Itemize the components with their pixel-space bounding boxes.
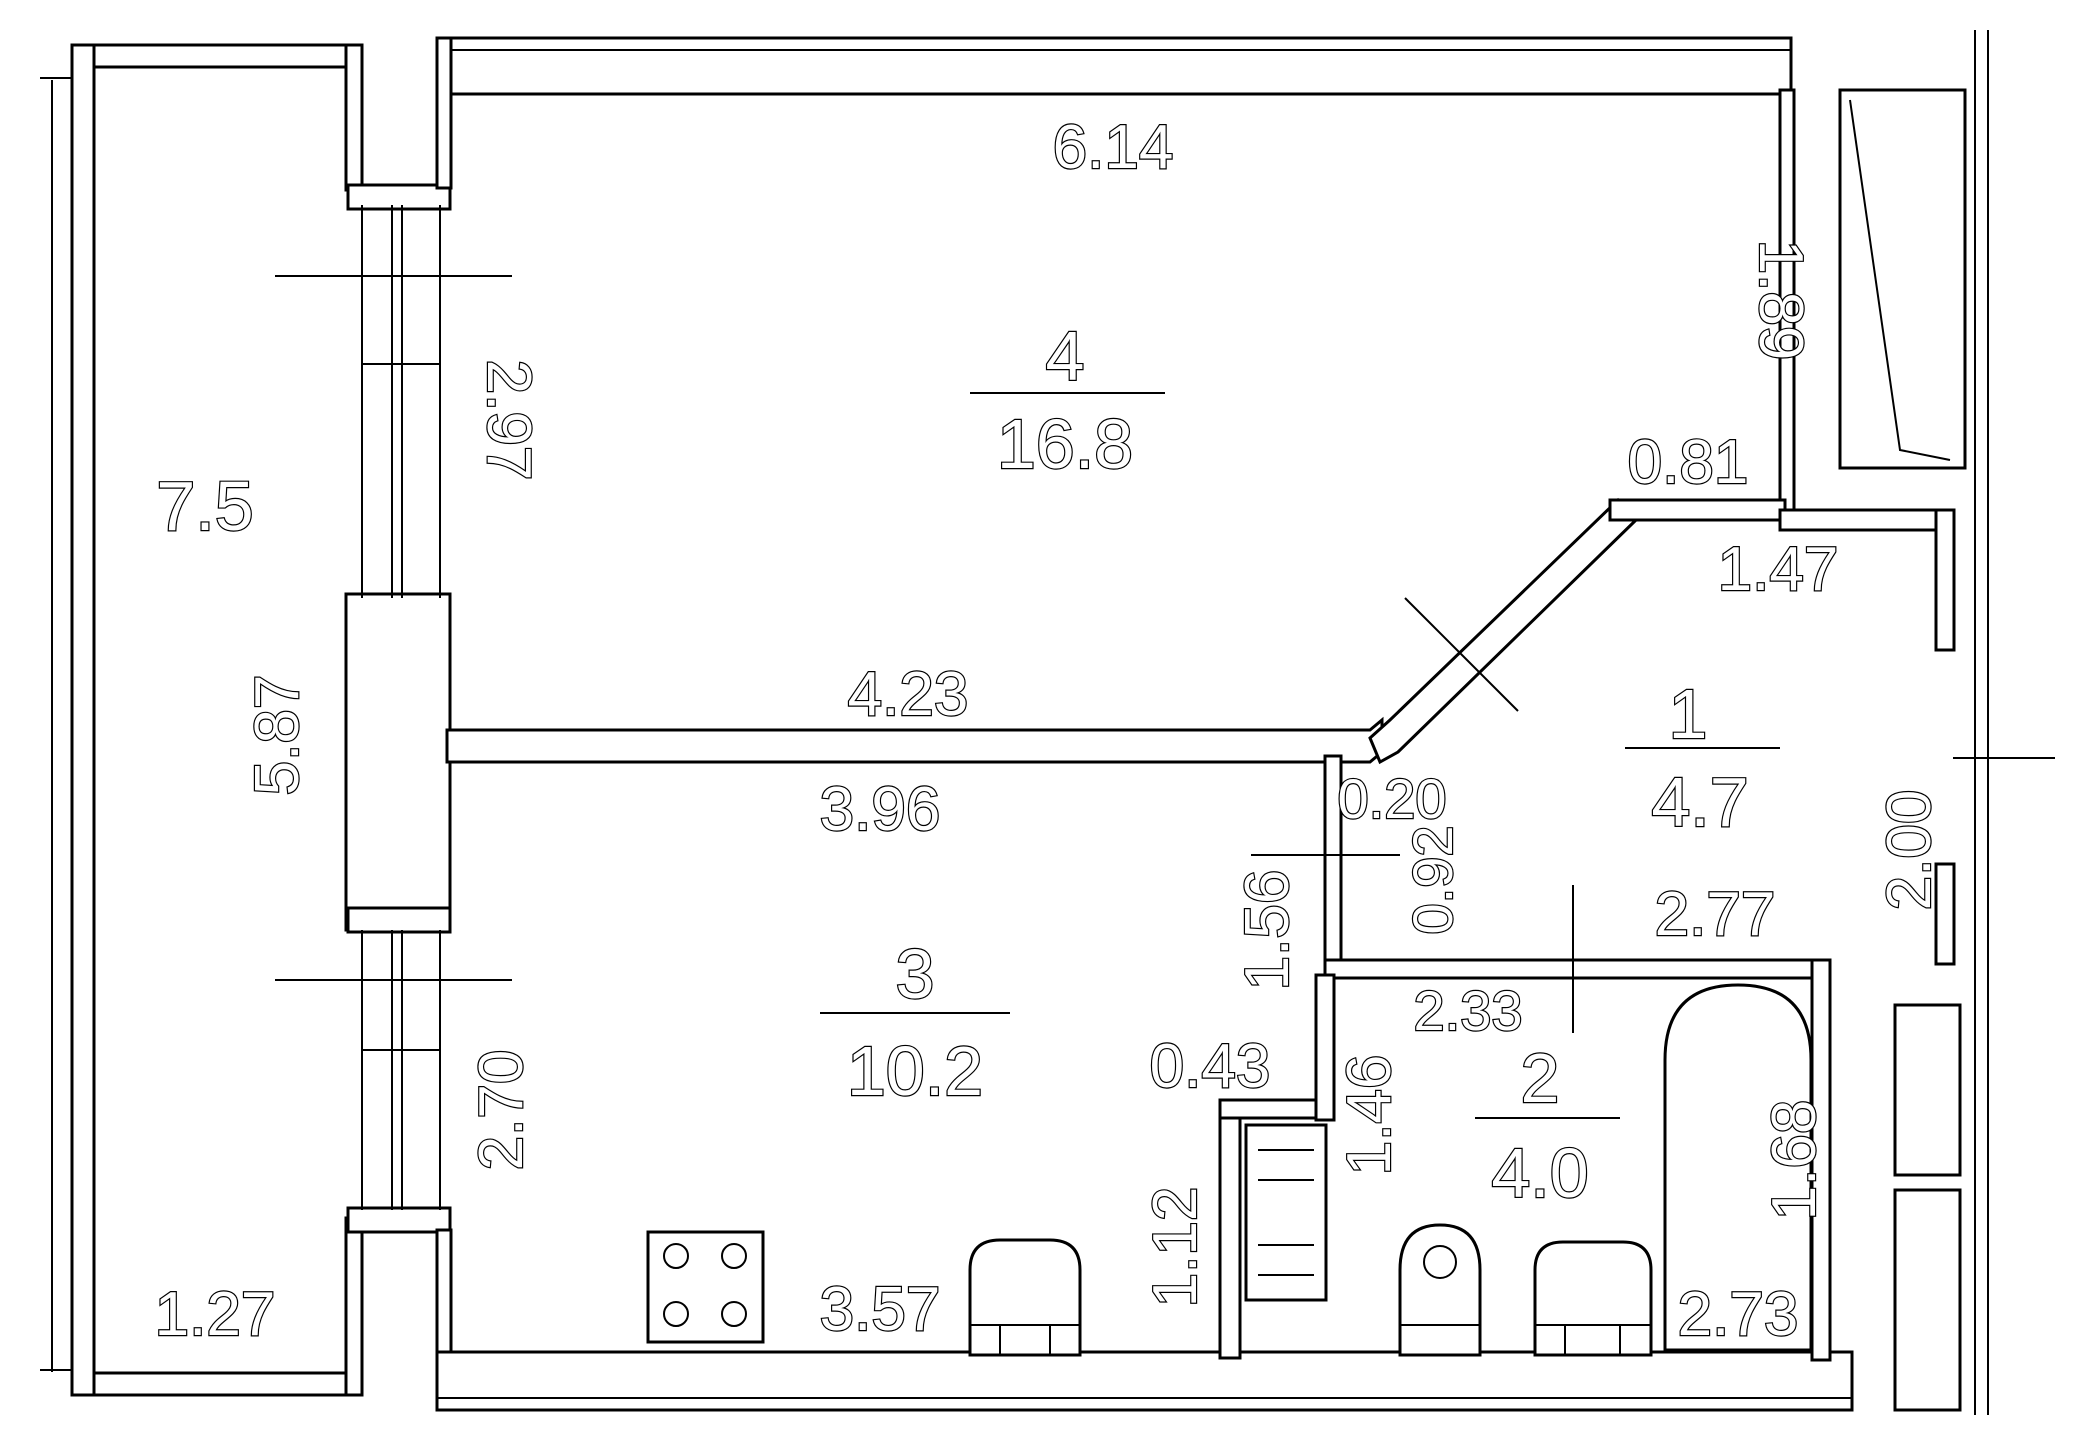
room-1-area: 4.7 bbox=[1651, 763, 1748, 841]
dim-top-width: 6.14 bbox=[1053, 113, 1174, 182]
dim-wall-room4: 4.23 bbox=[848, 660, 969, 729]
room-2-area: 4.0 bbox=[1491, 1134, 1588, 1212]
room-2-number: 2 bbox=[1521, 1039, 1560, 1117]
room-2-label: 2 4.0 bbox=[1475, 1038, 1620, 1213]
dim-bath-side: 1.46 bbox=[1335, 1055, 1404, 1176]
right-exterior bbox=[1838, 30, 1989, 1415]
bathroom-sink bbox=[1533, 1240, 1653, 1357]
dim-kitchen-niche: 0.43 bbox=[1150, 1032, 1271, 1101]
dimension-labels: 6.14 1.89 0.81 1.47 4.23 3.96 2.97 5.87 … bbox=[153, 112, 1945, 1350]
room-1-number: 1 bbox=[1669, 675, 1708, 753]
window-upper bbox=[275, 205, 512, 598]
balcony bbox=[40, 43, 364, 1397]
dim-tub-length: 1.68 bbox=[1760, 1100, 1829, 1221]
room-1-label: 1 4.7 bbox=[1625, 674, 1780, 842]
dim-balcony-width: 1.27 bbox=[155, 1280, 276, 1349]
room-4-area: 16.8 bbox=[997, 405, 1133, 483]
ventilation-shaft bbox=[1244, 1123, 1328, 1302]
toilet bbox=[1398, 1223, 1482, 1357]
dim-kitchen-side: 1.56 bbox=[1233, 870, 1302, 991]
dim-wall-room3: 3.96 bbox=[820, 775, 941, 844]
dim-entrance: 2.00 bbox=[1875, 790, 1944, 911]
interior-walls bbox=[445, 497, 2055, 1362]
dim-hall-bottom: 2.77 bbox=[1655, 880, 1776, 949]
dim-corridor-side: 0.92 bbox=[1401, 826, 1464, 935]
dim-window-lower: 2.70 bbox=[467, 1050, 536, 1171]
kitchen-sink bbox=[968, 1238, 1082, 1357]
room-4-label: 4 16.8 bbox=[970, 316, 1165, 484]
dim-right-upper: 1.89 bbox=[1746, 240, 1815, 361]
balcony-area: 7.5 bbox=[156, 467, 253, 545]
room-3-number: 3 bbox=[896, 935, 935, 1013]
dim-kitchen-bottom: 1.12 bbox=[1141, 1187, 1210, 1308]
room-4-number: 4 bbox=[1046, 317, 1085, 395]
exterior-walls bbox=[435, 36, 1854, 1412]
room-3-label: 3 10.2 bbox=[820, 934, 1010, 1111]
dim-hall-width: 1.47 bbox=[1718, 535, 1839, 604]
window-lower bbox=[275, 930, 512, 1210]
facade-wall bbox=[275, 183, 512, 1234]
bathtub bbox=[1663, 983, 1813, 1352]
dim-bath-top: 2.33 bbox=[1414, 979, 1523, 1042]
dim-corridor-top: 0.20 bbox=[1338, 767, 1447, 830]
stove bbox=[646, 1230, 765, 1344]
dim-bath-bottom: 2.73 bbox=[1678, 1280, 1799, 1349]
dim-notch-width: 0.81 bbox=[1628, 428, 1749, 497]
dim-kitchen-length: 3.57 bbox=[820, 1275, 941, 1344]
dim-facade-height: 5.87 bbox=[243, 675, 312, 796]
room-3-area: 10.2 bbox=[847, 1032, 983, 1110]
dim-window-upper: 2.97 bbox=[474, 360, 543, 481]
